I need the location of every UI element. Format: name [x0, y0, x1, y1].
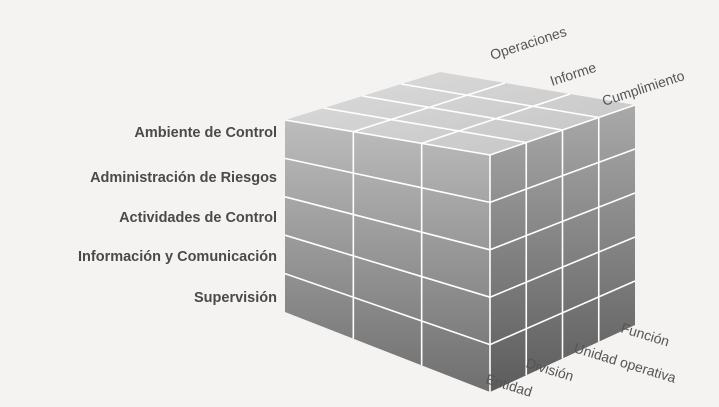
cube-row-line-front	[284, 234, 491, 298]
cube-row-line-front	[284, 196, 491, 251]
cube-depth-line-top	[401, 83, 599, 119]
component-label-riesgos: Administración de Riesgos	[90, 170, 277, 186]
cube-edge	[284, 119, 491, 156]
cube-row-line-front	[284, 272, 491, 346]
cube-edge	[489, 104, 636, 156]
cube-front-face	[285, 120, 490, 392]
component-label-ambiente: Ambiente de Control	[134, 125, 277, 141]
objective-label-informe: Informe	[548, 59, 598, 89]
cube-grid-lines	[284, 82, 636, 392]
level-label-funcion: Función	[619, 320, 671, 350]
component-label-informacion: Información y Comunicación	[78, 249, 277, 265]
cube-depth-line-top	[323, 107, 527, 144]
component-label-supervision: Supervisión	[194, 290, 277, 306]
objective-label-cumplimiento: Cumplimiento	[600, 67, 687, 109]
cube-depth-line-top	[362, 95, 563, 131]
objective-label-operaciones: Operaciones	[488, 23, 568, 63]
cube-row-line-front	[284, 157, 491, 204]
component-label-actividades: Actividades de Control	[119, 210, 277, 226]
